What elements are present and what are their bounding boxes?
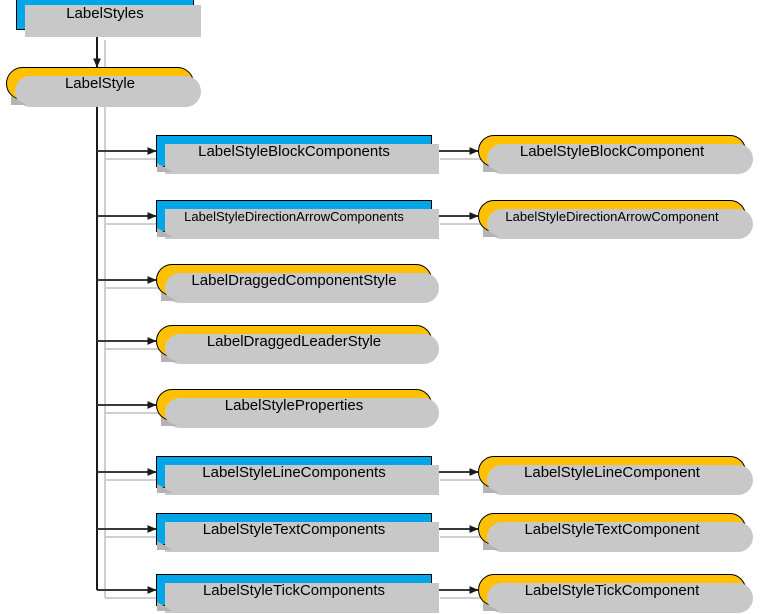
node-label: LabelStyleTickComponents <box>202 581 386 599</box>
anchor-triangle-icon <box>483 602 499 611</box>
node-label: LabelStyleBlockComponent <box>519 142 705 160</box>
node-label: LabelStyleTextComponent <box>524 520 700 538</box>
anchor-triangle-icon <box>161 292 177 301</box>
node-label: LabelStyleTextComponents <box>202 520 386 538</box>
node-label: LabelStyle <box>64 75 136 92</box>
anchor-triangle-icon <box>157 484 173 493</box>
node-label-dragged-component-style[interactable]: LabelDraggedComponentStyle <box>156 264 439 303</box>
node-label: LabelStyleBlockComponents <box>198 142 390 160</box>
anchor-triangle-icon <box>157 541 173 550</box>
anchor-triangle-icon <box>483 541 499 550</box>
node-label: LabelStyleLineComponents <box>202 463 386 481</box>
node-label-style-direction-arrow-component[interactable]: LabelStyleDirectionArrowComponent <box>478 200 753 239</box>
node-label-dragged-leader-style[interactable]: LabelDraggedLeaderStyle <box>156 325 439 364</box>
anchor-triangle-icon <box>483 228 499 237</box>
node-label-style-line-components[interactable]: LabelStyleLineComponents <box>156 456 439 495</box>
node-label-style-text-components[interactable]: LabelStyleTextComponents <box>156 513 439 552</box>
node-label: LabelStyleProperties <box>224 396 364 414</box>
node-label-style[interactable]: LabelStyle <box>6 67 201 107</box>
node-label: LabelStyles <box>66 4 144 22</box>
node-label: LabelDraggedLeaderStyle <box>206 332 382 350</box>
node-label-style-properties[interactable]: LabelStyleProperties <box>156 389 439 428</box>
node-label: LabelStyleLineComponent <box>524 463 700 481</box>
anchor-triangle-icon <box>157 163 173 172</box>
node-label-style-block-components[interactable]: LabelStyleBlockComponents <box>156 135 439 174</box>
anchor-triangle-icon <box>11 96 27 105</box>
node-label-style-line-component[interactable]: LabelStyleLineComponent <box>478 456 753 495</box>
connector-branches <box>97 147 157 594</box>
anchor-triangle-icon <box>161 353 177 362</box>
anchor-triangle-icon <box>157 228 173 237</box>
node-label-style-block-component[interactable]: LabelStyleBlockComponent <box>478 135 753 174</box>
node-label: LabelStyleTickComponent <box>524 581 700 599</box>
node-label: LabelStyleDirectionArrowComponents <box>184 208 404 224</box>
anchor-triangle-icon <box>483 163 499 172</box>
node-label: LabelStyleDirectionArrowComponent <box>505 208 719 224</box>
node-label-style-tick-component[interactable]: LabelStyleTickComponent <box>478 574 753 613</box>
anchor-triangle-icon <box>161 417 177 426</box>
node-label-style-text-component[interactable]: LabelStyleTextComponent <box>478 513 753 552</box>
node-label-style-direction-arrow-components[interactable]: LabelStyleDirectionArrowComponents <box>156 200 439 239</box>
node-label: LabelDraggedComponentStyle <box>191 271 397 289</box>
node-label-styles[interactable]: LabelStyles <box>16 0 201 37</box>
anchor-triangle-icon <box>483 484 499 493</box>
anchor-triangle-icon <box>157 602 173 611</box>
node-label-style-tick-components[interactable]: LabelStyleTickComponents <box>156 574 439 613</box>
